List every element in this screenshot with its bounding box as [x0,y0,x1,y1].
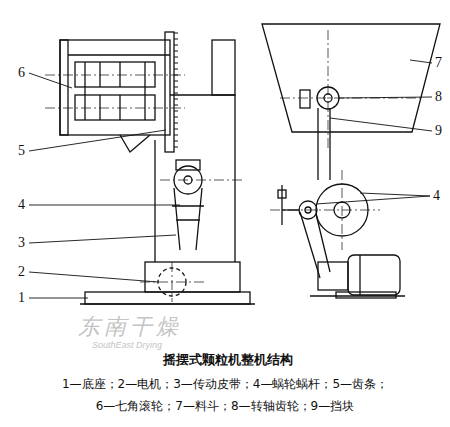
callout-number: 3 [18,235,25,251]
figure-caption: 摇摆式颗粒机整机结构 [163,352,293,368]
callout-number: 7 [435,55,442,71]
watermark: SouthEast Drying [92,340,162,350]
callout-number: 4 [18,197,25,213]
callout-number: 9 [435,123,442,139]
callout-number: 4 [433,188,440,204]
watermark: 东南干燥 [78,312,182,342]
callout-number: 2 [18,264,25,280]
callout-number: 8 [435,89,442,105]
callout-number: 5 [18,143,25,159]
legend-key-line: 1—底座；2—电机；3—传动皮带；4—蜗轮蜗杆；5—齿条； [62,376,388,392]
legend-key-line: 6—七角滚轮；7—料斗；8—转轴齿轮；9—挡块 [96,398,355,414]
callout-number: 6 [18,65,25,81]
callout-number: 1 [18,290,25,306]
